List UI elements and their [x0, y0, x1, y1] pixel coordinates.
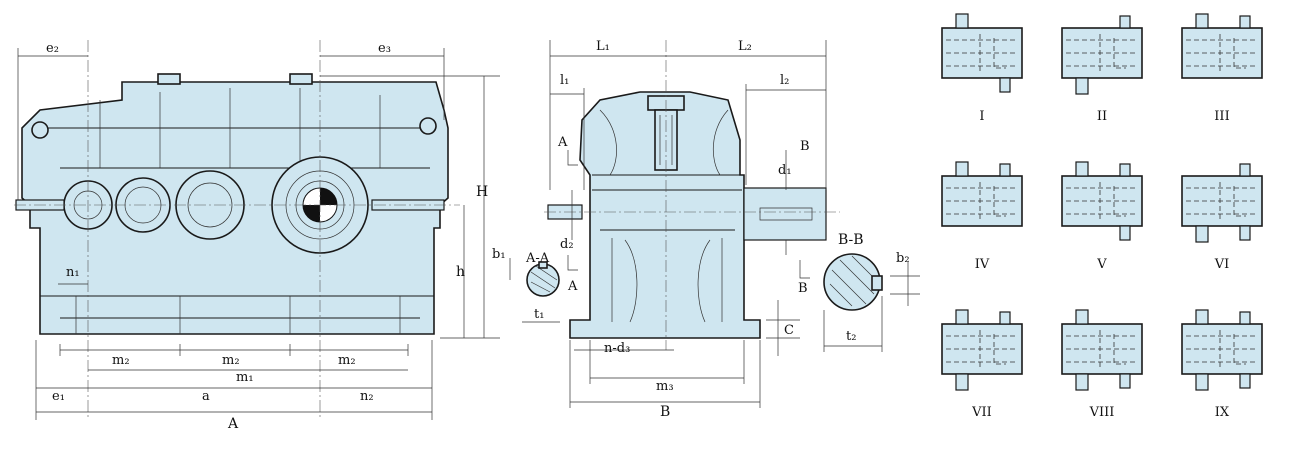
shaft-stub: [1075, 77, 1089, 95]
arrangement-6: VI: [1181, 163, 1263, 272]
arrangement-5: V: [1061, 161, 1143, 272]
shaft-stub: [1075, 373, 1089, 391]
shaft-stub: [1119, 373, 1131, 389]
arrangement-label: VIII: [1089, 405, 1115, 420]
section-mark-A-top: A: [557, 135, 568, 150]
dim-t1: t₁: [534, 307, 544, 322]
shaft-stub: [1239, 373, 1251, 389]
section-mark-B-top: B: [800, 139, 810, 154]
dim-h: h: [456, 264, 465, 280]
shaft-stub: [1195, 225, 1209, 243]
dim-d1: d₁: [778, 163, 792, 178]
dim-C: C: [784, 323, 794, 338]
shaft-stub: [1195, 373, 1209, 391]
lifting-eye-right: [419, 117, 437, 135]
dim-n-d3: n-d₃: [604, 341, 630, 356]
arrangement-label: IV: [975, 257, 990, 272]
shaft-stub: [1195, 309, 1209, 325]
dim-l2: l₂: [780, 73, 789, 88]
shaft-stub: [955, 161, 969, 177]
shaft-stub: [999, 163, 1011, 177]
arrangement-label: VII: [971, 405, 992, 420]
dim-m3: m₃: [656, 379, 674, 394]
dim-e2: e₂: [46, 41, 59, 56]
arrangement-8: VIII: [1061, 309, 1143, 420]
keyway-BB: [871, 275, 883, 291]
shaft-stub: [1119, 163, 1131, 177]
shaft-stub: [1119, 15, 1131, 29]
arrangement-label: I: [979, 109, 984, 124]
shaft-stub: [1075, 309, 1089, 325]
dim-l1: l₁: [560, 73, 569, 88]
dim-b1: b₁: [492, 247, 506, 262]
side-view: L₁ L₂ l₁ l₂ A B d₁ d₂ b₁ A-A A t₁ B-B B …: [492, 39, 920, 420]
top-lug-1: [157, 73, 181, 85]
arrangement-2: II: [1061, 15, 1143, 124]
keyway-AA: [538, 261, 548, 269]
dim-b2: b₂: [896, 251, 910, 266]
shaft-stub: [955, 309, 969, 325]
front-view: e₂ e₃ H h n₁ m₂ m₂ m₂ m₁ e₁ a n₂ A: [14, 40, 500, 432]
section-mark-A-bottom: A: [567, 279, 578, 294]
shaft-stub: [955, 13, 969, 29]
shaft-stub: [955, 373, 969, 391]
dim-n1: n₁: [66, 265, 80, 280]
shaft-stub: [1239, 163, 1251, 177]
dim-d2: d₂: [560, 237, 574, 252]
section-label-BB: B-B: [838, 232, 864, 248]
arrangement-label: V: [1096, 257, 1107, 272]
shaft-stub: [1239, 15, 1251, 29]
shaft-stub: [999, 77, 1011, 93]
dim-n2: n₂: [360, 389, 374, 404]
top-lug-2: [289, 73, 313, 85]
arrangement-3: III: [1181, 13, 1263, 124]
arrangement-label: IX: [1215, 405, 1230, 420]
section-mark-B-bottom: B: [798, 281, 808, 296]
dim-H: H: [476, 184, 488, 200]
arrangement-9: IX: [1181, 309, 1263, 420]
dim-A: A: [227, 416, 239, 432]
dim-L1: L₁: [596, 39, 610, 54]
dim-m2-c: m₂: [338, 353, 356, 368]
shaft-stub: [1239, 311, 1251, 325]
arrangement-7: VII: [941, 309, 1023, 420]
arrangement-label: VI: [1214, 257, 1230, 272]
arrangement-label: II: [1097, 109, 1107, 124]
arrangement-label: III: [1214, 109, 1229, 124]
arrangement-1: I: [941, 13, 1023, 124]
output-shaft-side: [743, 187, 827, 241]
shaft-stub: [999, 311, 1011, 325]
dim-e1: e₁: [52, 389, 65, 404]
dim-a: a: [202, 389, 210, 404]
dim-m1: m₁: [236, 370, 254, 385]
dim-e3: e₃: [378, 41, 391, 56]
lifting-eye-left: [31, 121, 49, 139]
dim-B: B: [660, 404, 670, 420]
dim-L2: L₂: [738, 39, 752, 54]
dim-m2-b: m₂: [222, 353, 240, 368]
shaft-stub: [1075, 161, 1089, 177]
shaft-stub: [1119, 225, 1131, 241]
dim-t2: t₂: [846, 329, 856, 344]
shaft-stub: [1195, 13, 1209, 29]
section-label-AA: A-A: [525, 251, 550, 266]
side-housing: [569, 91, 761, 339]
arrangement-4: IV: [941, 161, 1023, 272]
dim-m2-a: m₂: [112, 353, 130, 368]
shaft-stub: [1239, 225, 1251, 241]
